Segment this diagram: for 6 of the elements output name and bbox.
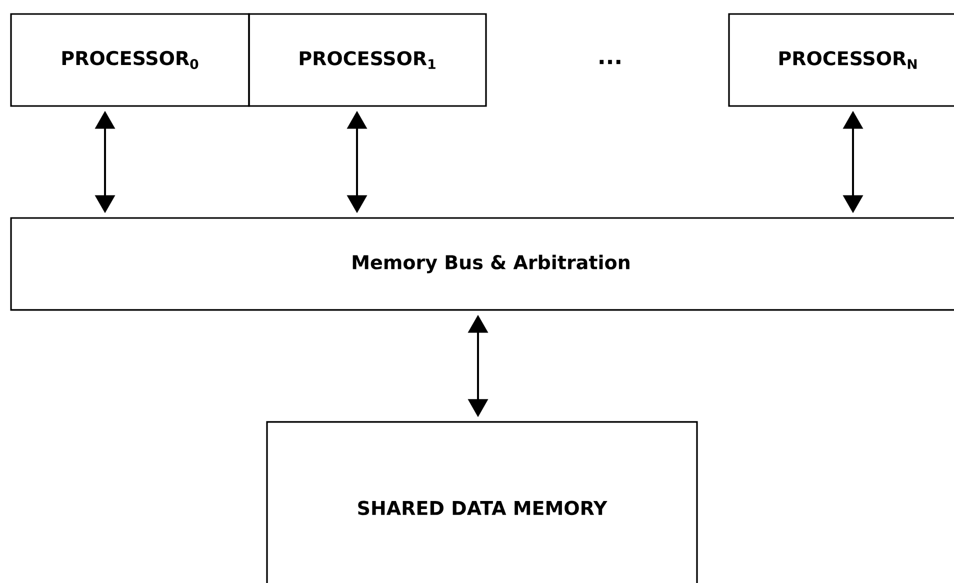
- box: PROCESSOR$_{N}$: [728, 13, 954, 107]
- box: PROCESSOR$_{0}$: [10, 13, 250, 107]
- box: SHARED DATA MEMORY: [266, 421, 698, 583]
- ellipsis: ...: [600, 60, 620, 64]
- box: PROCESSOR$_{1}$: [248, 13, 487, 107]
- box: Memory Bus & Arbitration: [10, 217, 954, 311]
